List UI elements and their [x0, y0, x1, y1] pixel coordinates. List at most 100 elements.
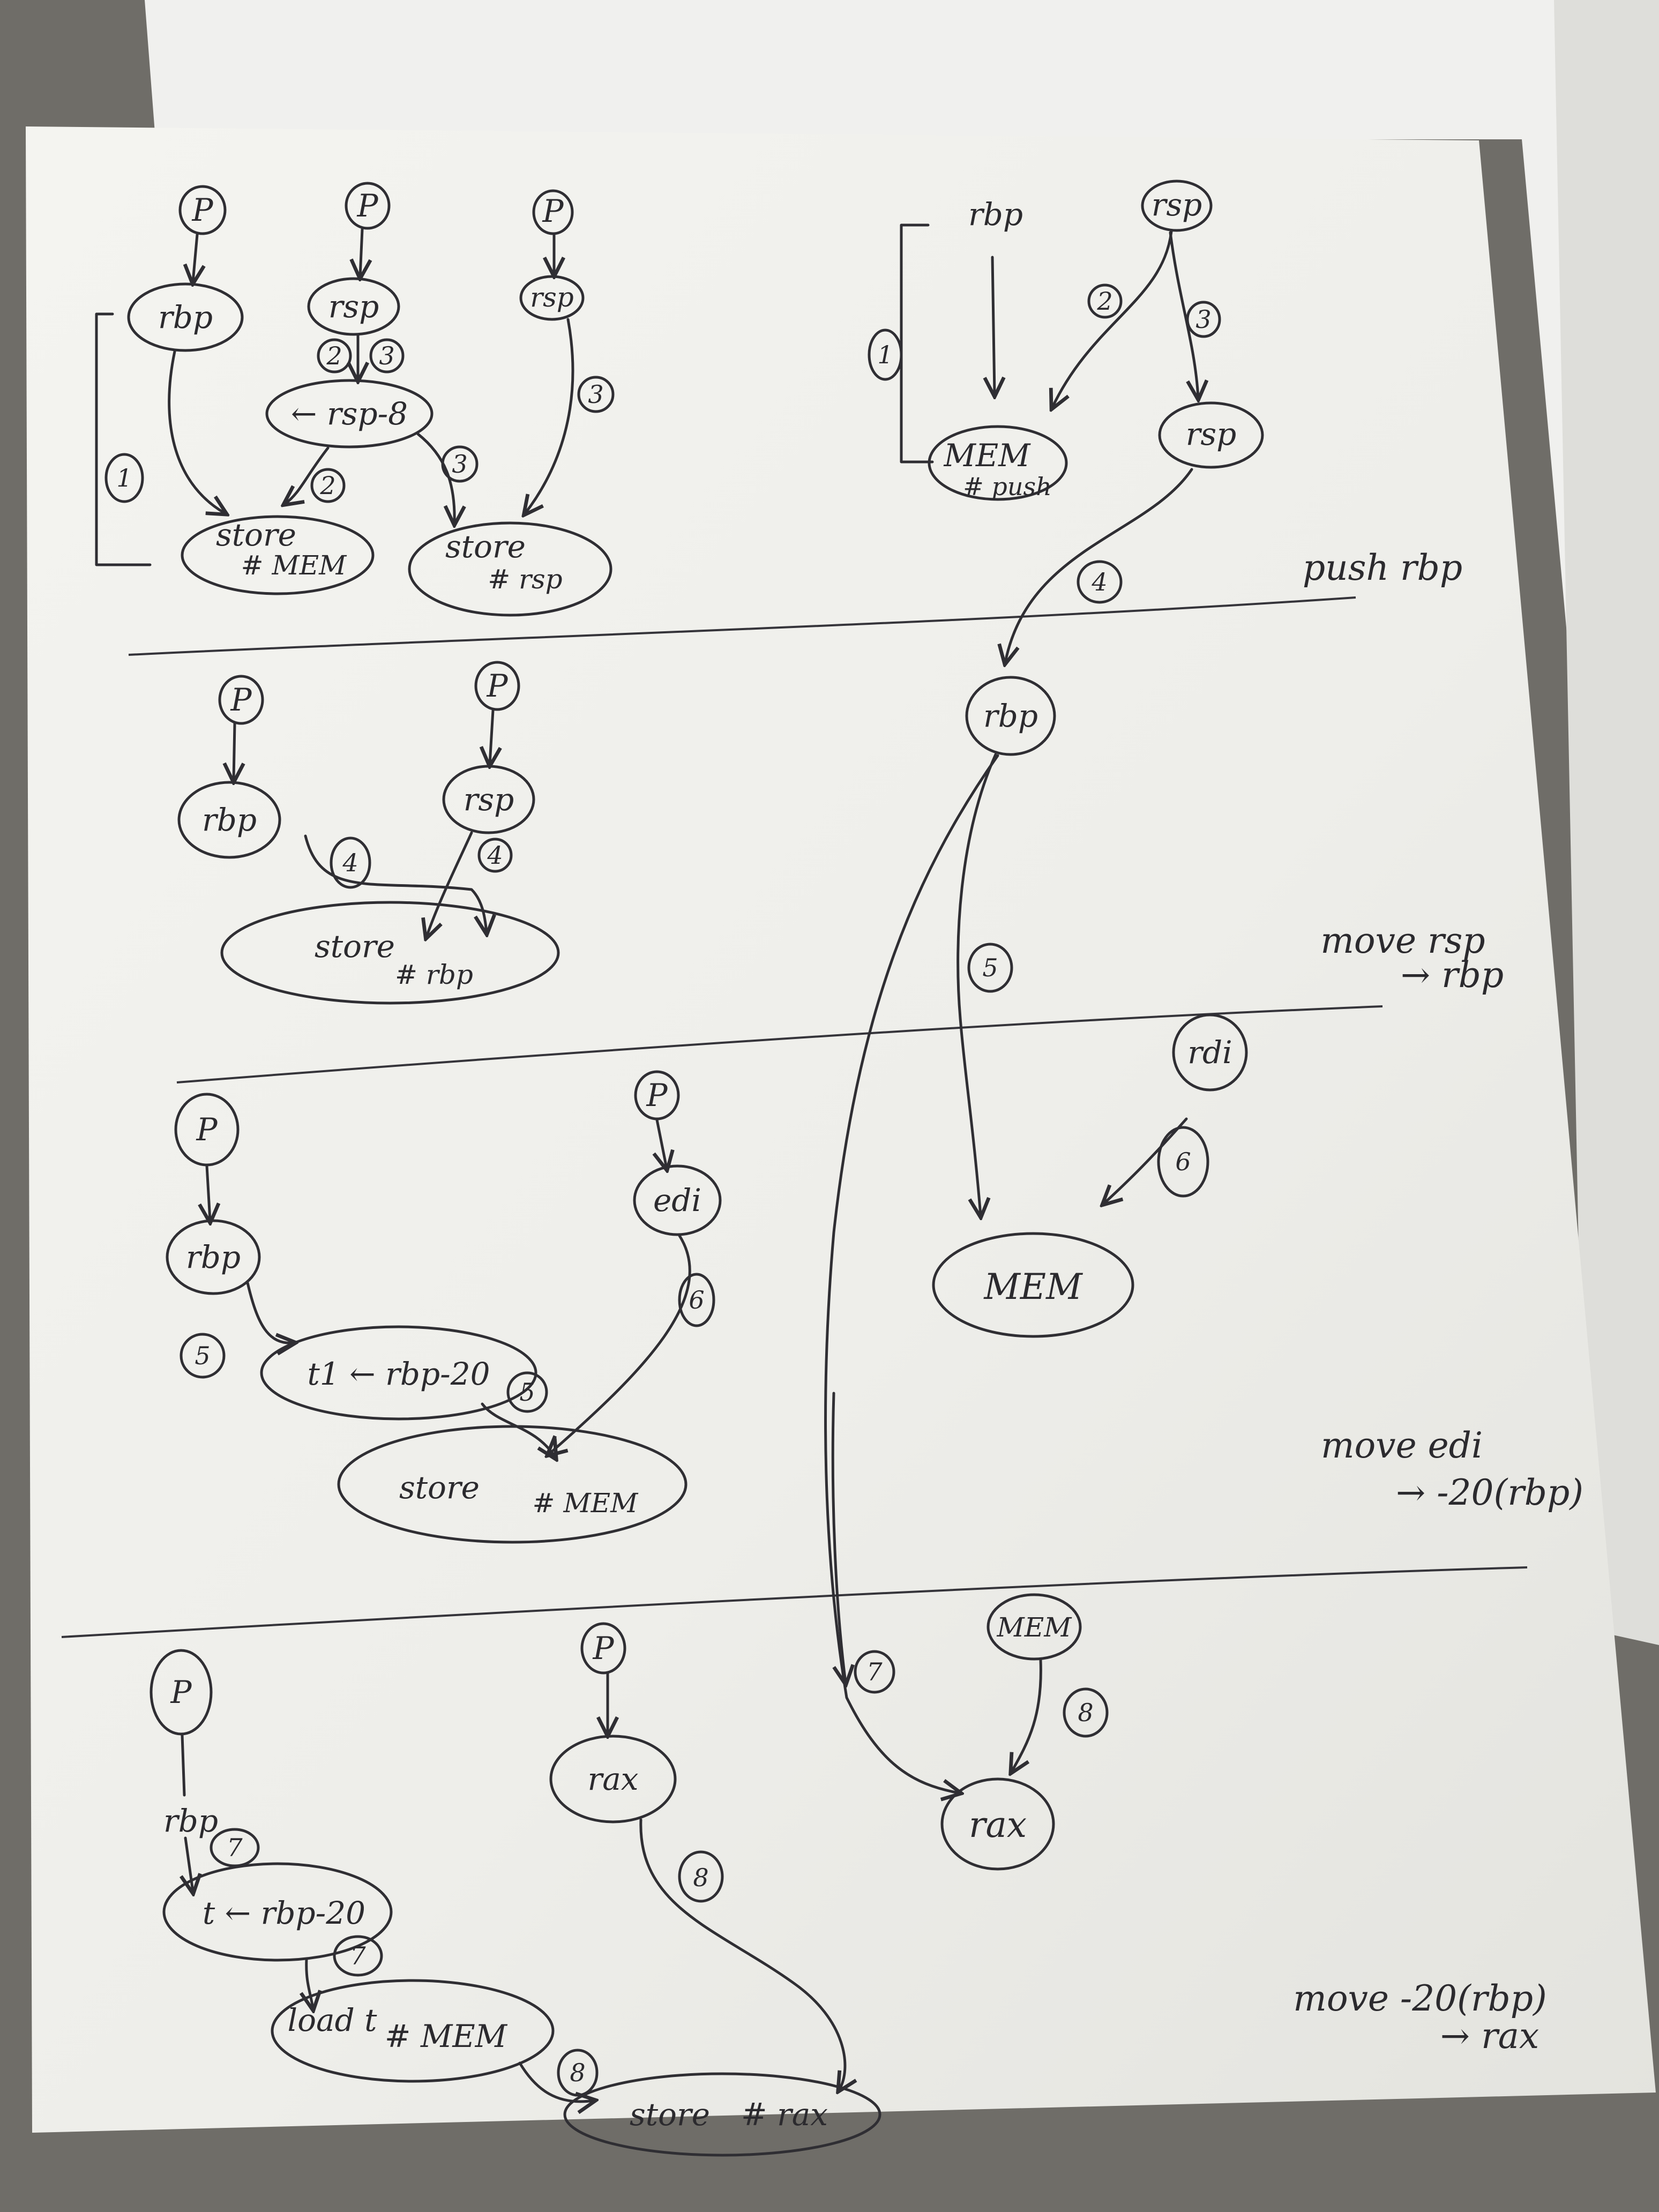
node-rax-right: [940, 1777, 1055, 1871]
step-2-c: 2: [1096, 287, 1112, 316]
node-rbp-right: [965, 676, 1056, 756]
back-paper-sheet-edge: [1554, 0, 1659, 1645]
panel-move-edi: P P rbp edi t1 ← rbp-20 store # MEM 5 5 …: [166, 1013, 1583, 1544]
node-edi-label: edi: [653, 1182, 701, 1219]
node-p-2: [345, 182, 391, 230]
node-rdi-label: rdi: [1187, 1034, 1232, 1071]
step-3-b-circle: [441, 445, 479, 483]
node-p-2-label: P: [356, 188, 378, 224]
node-p-7-label: P: [646, 1077, 668, 1114]
panel-label-push-rbp: push rbp: [1303, 547, 1462, 588]
node-store-rax: [563, 2072, 881, 2157]
edge-p4-rbp: [234, 722, 235, 780]
edge-sub-store-rsp: [416, 432, 454, 523]
node-mem-right-label: MEM: [983, 1266, 1083, 1307]
step-8-a: 8: [570, 2058, 585, 2087]
node-rsp-2-label: rsp: [530, 282, 574, 313]
step-2-b-circle: [310, 468, 346, 503]
step-3-a-circle: [369, 338, 405, 373]
edge-mem-rax: [1012, 1658, 1042, 1772]
edge-p7-edi: [657, 1118, 667, 1168]
step-5-b-circle: [180, 1333, 226, 1379]
step-4-a-circle: [1077, 560, 1123, 604]
panel-label-move-rsp-line2: → rbp: [1401, 954, 1504, 996]
node-store-mem-2-tag: # MEM: [533, 1488, 639, 1519]
step-5-b: 5: [195, 1341, 210, 1370]
edge-t-load: [307, 1957, 313, 2008]
node-store-mem-1-label: store: [216, 517, 296, 553]
node-p-1: [178, 185, 227, 235]
step-3-c-circle: [577, 376, 615, 413]
step-3-a: 3: [379, 341, 394, 370]
panel-label-move-rsp-line1: move rsp: [1320, 920, 1485, 961]
step-7-c-circle: [854, 1650, 895, 1694]
step-7-b-circle: [333, 1935, 383, 1977]
node-rbp-3-label: rbp: [186, 1239, 241, 1275]
node-load-mem-label: load t: [288, 2002, 378, 2038]
node-store-rbp-tag: # rbp: [395, 959, 473, 990]
step-7-b: 7: [350, 1941, 366, 1970]
node-store-mem-2: [337, 1425, 687, 1544]
node-t1-rbp-20-label: t1 ← rbp-20: [307, 1356, 490, 1392]
edge-rbp-t1: [246, 1281, 294, 1343]
node-edi: [633, 1164, 722, 1236]
node-store-rsp-1: [408, 521, 612, 617]
panel-move-rsp-rbp: P P rbp rsp store # rbp 4 4 rbp 5 move r…: [177, 661, 1504, 1005]
node-rbp-4-label: rbp: [163, 1803, 218, 1839]
node-store-mem-2-label: store: [399, 1469, 480, 1506]
step-4-a: 4: [1091, 567, 1107, 596]
node-p-9-label: P: [592, 1630, 614, 1667]
edge-rbp-rax-7: [824, 754, 999, 1793]
node-t-rbp-20-label: t ← rbp-20: [203, 1895, 365, 1931]
node-store-rax-tag: # rax: [741, 2096, 828, 2133]
node-p-4-label: P: [230, 682, 252, 718]
step-2-a-circle: [317, 338, 352, 373]
step-1-b: 1: [877, 340, 893, 369]
node-store-mem-1-tag: # MEM: [241, 550, 347, 581]
edge-load-store: [518, 2061, 594, 2102]
node-rsp-top-right-label: rsp: [1152, 186, 1202, 223]
edge-rbp-store: [168, 350, 225, 513]
node-store-rax-label: store: [630, 2096, 710, 2133]
step-3-d-circle: [1186, 301, 1221, 338]
node-p-6-label: P: [196, 1111, 218, 1148]
node-t1-rbp-20: [260, 1325, 537, 1421]
node-mem-push-tag: # push: [963, 472, 1051, 501]
paper-sheet: [26, 126, 1656, 2133]
panel-label-move-edi-line1: move edi: [1321, 1425, 1483, 1466]
node-p-3: [532, 189, 574, 235]
step-7-a-circle: [210, 1828, 260, 1867]
node-p-5-label: P: [486, 668, 508, 704]
node-p-4: [218, 675, 264, 725]
step-8-a-circle: [557, 2049, 599, 2097]
node-store-rbp-label: store: [315, 928, 395, 965]
node-rsp-3-label: rsp: [464, 781, 514, 818]
step-4-c-circle: [477, 838, 513, 873]
node-mem-top-right: [987, 1593, 1082, 1661]
step-8-b: 8: [693, 1863, 708, 1892]
step-4-c: 4: [487, 841, 503, 870]
step-4-b-circle: [330, 836, 371, 889]
edge-p6-rbp: [207, 1164, 210, 1221]
node-store-rsp-1-tag: # rsp: [488, 564, 562, 595]
node-store-mem-1: [181, 515, 375, 595]
node-p-5: [474, 661, 520, 711]
bracket-1-right: [900, 223, 934, 464]
step-1-a-circle: [104, 453, 144, 503]
node-load-mem-tag: # MEM: [385, 2018, 508, 2054]
panel-label-move-rax-line2: → rax: [1440, 2015, 1539, 2057]
step-6-b: 6: [1175, 1147, 1191, 1176]
edge-rdi-mem: [1104, 1117, 1188, 1204]
step-7-a: 7: [227, 1833, 243, 1862]
node-rsp-right-2-label: rsp: [1186, 416, 1237, 452]
edge-rsp-rbp-4: [1005, 468, 1193, 662]
node-rbp-top-right: rbp: [968, 196, 1023, 233]
node-store-rsp-1-label: store: [445, 528, 526, 565]
node-p-1-label: P: [191, 192, 213, 228]
node-store-rbp: [220, 901, 560, 1005]
node-rdi: [1172, 1013, 1248, 1092]
node-rax-right-label: rax: [969, 1804, 1027, 1845]
divider-line-3: [61, 1566, 1528, 1638]
step-3-d: 3: [1195, 305, 1211, 334]
edge-p1-rbp: [193, 233, 197, 282]
